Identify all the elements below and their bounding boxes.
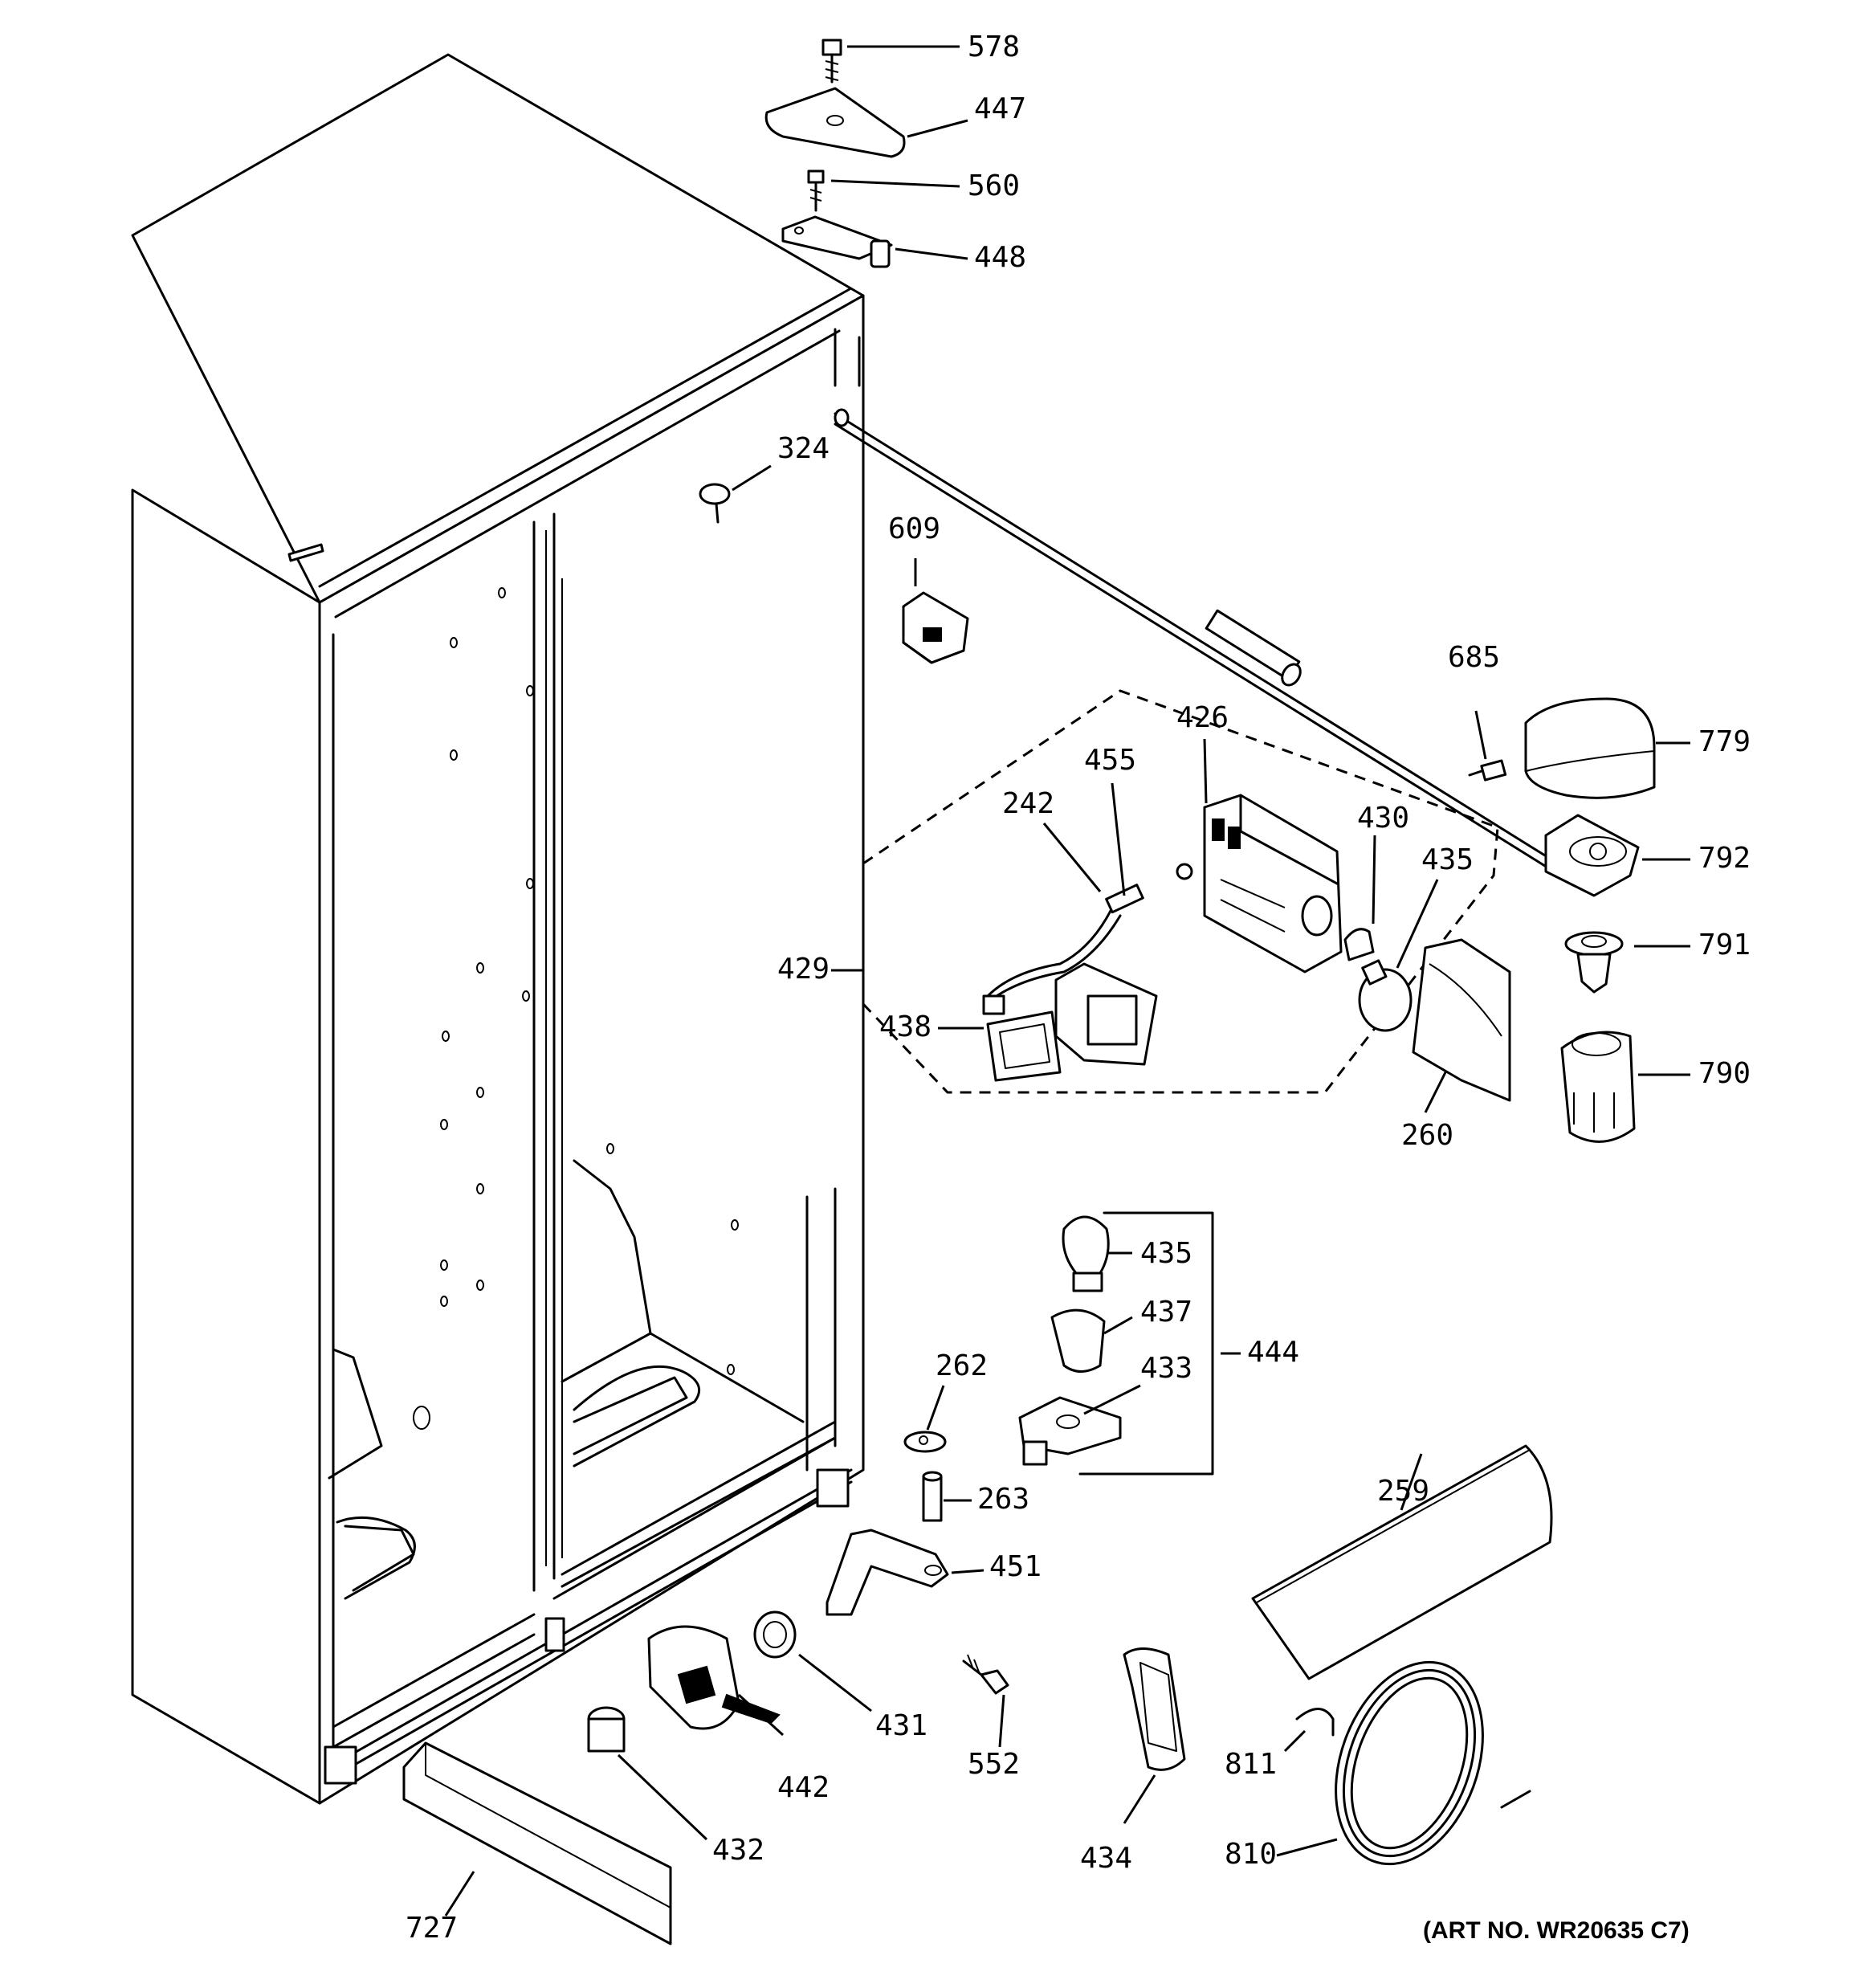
callout-578: 578 [968,31,1020,63]
callout-324: 324 [777,432,830,465]
toe-grille [402,1741,672,1945]
callout-435-lower: 435 [1140,1237,1192,1270]
hinge-bolt [962,1654,1009,1695]
cabinet [131,53,865,1805]
callout-560: 560 [968,169,1020,202]
hinge-bushing [903,1431,947,1453]
callout-242: 242 [1002,787,1054,820]
filter-cover [1524,697,1656,799]
wire-harness [982,884,1144,1015]
callout-810: 810 [1225,1838,1277,1871]
cover-shell [1251,1444,1553,1680]
lamp-socket-upper [1343,928,1375,961]
filter-bypass [1564,931,1624,994]
top-hinge [781,215,893,268]
callout-438: 438 [879,1010,932,1043]
water-tube [834,408,1559,876]
callout-431: 431 [875,1709,927,1742]
hinge-pin [922,1471,943,1522]
callout-779: 779 [1698,725,1751,758]
assembly-bracket [1078,1211,1214,1476]
callout-437: 437 [1140,1296,1192,1329]
control-module [1054,962,1158,1066]
base-grille [1123,1647,1186,1771]
callout-792: 792 [1698,842,1751,875]
callout-433: 433 [1140,1352,1192,1385]
plug-button [699,483,731,524]
callout-435-upper: 435 [1421,843,1474,876]
light-housing [1018,1396,1122,1466]
filter-screw [1468,759,1507,782]
leader-lines [444,45,1690,1917]
door-closer-cam [647,1625,781,1730]
callout-430: 430 [1357,802,1409,835]
callout-426: 426 [1176,701,1229,734]
callout-791: 791 [1698,929,1751,961]
callout-432: 432 [712,1834,764,1867]
callout-262: 262 [936,1349,988,1382]
liner-holes [413,587,739,1430]
callout-552: 552 [968,1748,1020,1781]
callout-444: 444 [1247,1336,1299,1369]
assembly-outline [862,689,1499,1094]
callout-263: 263 [977,1483,1029,1516]
filter-head [1544,814,1640,897]
callout-434: 434 [1080,1842,1132,1875]
callout-455: 455 [1084,744,1136,777]
control-bezel [986,1010,1062,1082]
callout-448: 448 [974,241,1026,274]
water-line-coil [1335,1660,1531,1866]
lamp-socket-lower [1050,1308,1106,1373]
callout-labels: 578 447 560 448 324 609 685 779 426 455 … [406,31,1751,1945]
callout-259: 259 [1377,1475,1429,1508]
light-bulb-upper [1358,959,1413,1032]
hinge-cover [764,87,906,158]
bottom-hinge [826,1529,949,1616]
roller-sleeve [587,1706,626,1753]
bushing [753,1610,797,1659]
art-number: (ART NO. WR20635 C7) [1423,1917,1690,1944]
light-bulb-lower [1062,1215,1110,1292]
callout-429: 429 [777,953,830,986]
control-housing [1176,794,1343,974]
callout-451: 451 [989,1550,1042,1583]
callout-609: 609 [888,512,940,545]
light-shield [1412,938,1511,1102]
hinge-screw [807,169,825,212]
callout-442: 442 [777,1771,830,1804]
relay-module [902,591,969,664]
callout-727: 727 [406,1912,458,1945]
top-hinge-screw [821,39,842,84]
callout-811: 811 [1225,1748,1277,1781]
callout-790: 790 [1698,1057,1751,1090]
water-filter [1560,1031,1636,1143]
callout-260: 260 [1401,1119,1453,1152]
callout-685: 685 [1448,641,1500,674]
callout-447: 447 [974,92,1026,125]
wire-clip [1295,1708,1335,1737]
